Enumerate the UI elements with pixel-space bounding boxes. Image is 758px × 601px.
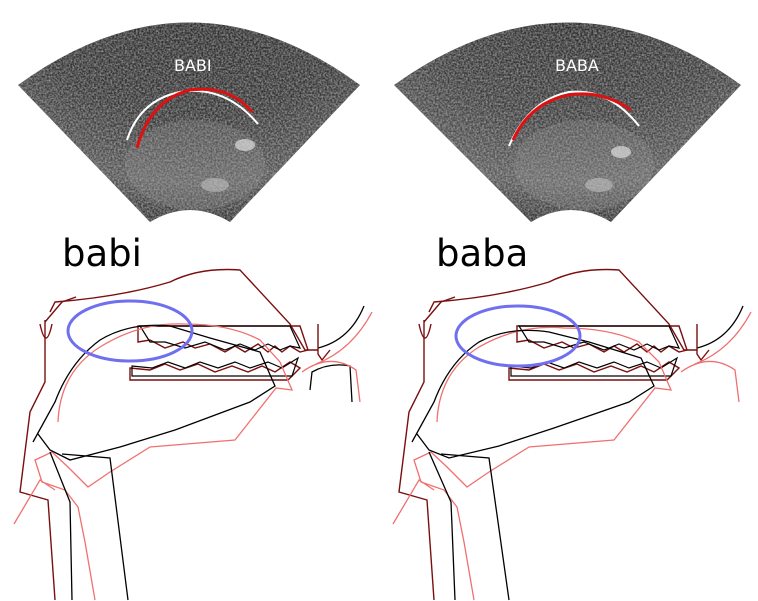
nose-notch (419, 324, 431, 338)
vocal-tract-babi (0, 262, 379, 601)
ultrasound-image-babi (0, 0, 379, 240)
upper-teeth (138, 326, 308, 352)
velum-pink (681, 312, 751, 402)
nose-notch (40, 324, 52, 338)
velum-black (697, 306, 743, 348)
palate-outline (399, 270, 697, 601)
ultrasound-label: BABI (174, 56, 212, 75)
tongue-black (33, 325, 275, 600)
velum-dark (318, 324, 330, 360)
vocal-tract-drawing-babi (0, 262, 379, 601)
vocal-tract-drawing-baba (379, 262, 758, 601)
palate-outline (20, 270, 318, 601)
tongue-black (412, 330, 654, 600)
highlight-ellipse (68, 301, 192, 361)
velum-pink (302, 312, 372, 402)
ultrasound-panel-baba: BABA (379, 0, 758, 240)
ultrasound-label: BABA (555, 56, 599, 75)
ultrasound-panel-babi: BABI (0, 0, 379, 240)
jaw-pink (14, 324, 292, 600)
vocal-tract-baba (379, 262, 758, 601)
velum-dark (697, 324, 709, 360)
upper-teeth (517, 326, 687, 352)
ultrasound-image-baba (379, 0, 758, 240)
highlight-ellipse (456, 306, 580, 366)
